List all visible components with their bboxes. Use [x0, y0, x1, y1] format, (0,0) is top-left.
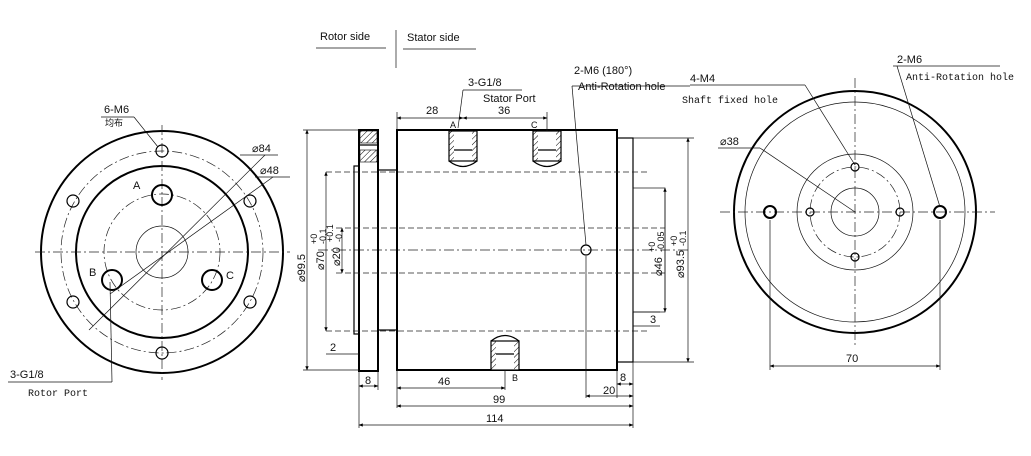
- bolt-hole-icon: [66, 194, 80, 208]
- rotor-port-name: Rotor Port: [28, 389, 88, 400]
- dim-8b: 8: [620, 372, 626, 384]
- flange-hatch-top2: [359, 149, 378, 163]
- dia-70: ⌀70: [315, 251, 327, 270]
- rotor-port-a-icon: [151, 184, 173, 206]
- bolt-hole-icon: [243, 194, 257, 208]
- dim-70-right: 70: [846, 353, 858, 365]
- rotor-port-c-icon: [201, 269, 223, 291]
- dia-70-tol-low: -0.1: [318, 228, 328, 244]
- dia-20: ⌀20: [331, 247, 343, 266]
- dim-2: 2: [330, 342, 336, 354]
- dia-70-tol-up: +0: [309, 234, 319, 244]
- shaft-name: Shaft fixed hole: [682, 95, 778, 107]
- rotor-port-b-label: B: [89, 267, 96, 279]
- shaft-hole-icon: [805, 207, 815, 217]
- dia-935: ⌀93.5: [675, 250, 687, 278]
- dim-114: 114: [486, 413, 504, 425]
- dia84-label: ⌀84: [252, 143, 271, 155]
- rotor-port-spec: 3-G1/8: [10, 369, 44, 381]
- side-section-view: A C B 2-M6 (180°) Anti-Rotation hole 3-G…: [296, 65, 694, 428]
- bolt-hole-icon: [155, 346, 169, 360]
- rotor-port-c-label: C: [226, 270, 234, 282]
- dia-46-tol-up: +0: [647, 242, 657, 252]
- dia38-leader: [759, 147, 856, 213]
- anti-rot-spec: 2-M6 (180°): [574, 65, 632, 77]
- dim-46-bottom: 46: [438, 376, 450, 388]
- shaft-hole-icon: [850, 252, 860, 262]
- rotor-port-a-label: A: [133, 180, 141, 192]
- stator-port-c-label: C: [531, 120, 538, 130]
- stator-port-name: Stator Port: [483, 93, 536, 105]
- stator-port-a-icon: [448, 130, 478, 168]
- stator-port-b-label: B: [512, 373, 518, 383]
- dim-36: 36: [498, 105, 510, 117]
- stator-port-b-icon: [490, 334, 520, 371]
- holes-leader: [133, 116, 159, 148]
- holes-note: 均布: [105, 117, 123, 128]
- shaft-spec: 4-M4: [690, 73, 715, 85]
- rotor-hub-lip: [353, 165, 360, 335]
- rotor-side-label: Rotor side: [320, 31, 370, 43]
- anti-leader: [896, 65, 941, 208]
- bolt-hole-icon: [243, 295, 257, 309]
- dia-20-tol-up: +0.1: [325, 224, 335, 242]
- dia48-leader: [109, 176, 274, 295]
- right-end-view: ⌀38 4-M4 Shaft fixed hole 2-M6 Anti-Rota…: [682, 54, 1014, 370]
- dia-46: ⌀46: [653, 257, 665, 276]
- dim-8a: 8: [365, 375, 371, 387]
- dia48-label: ⌀48: [260, 165, 279, 177]
- shaft-hole-icon: [850, 162, 860, 172]
- stator-port-spec: 3-G1/8: [468, 77, 502, 89]
- stator-side-label: Stator side: [407, 32, 460, 44]
- anti-spec: 2-M6: [897, 54, 922, 66]
- rotor-port-leader: [109, 281, 113, 383]
- dia-935-tol-low: -0.1: [678, 230, 688, 246]
- dia-935-tol-up: +0: [669, 236, 679, 246]
- header-side-labels: Rotor side Stator side: [316, 30, 476, 68]
- shaft-leader: [804, 84, 856, 166]
- anti-name: Anti-Rotation hole: [906, 72, 1014, 84]
- anti-rot-name: Anti-Rotation hole: [578, 81, 665, 93]
- dia-38: ⌀38: [720, 136, 739, 148]
- dim-3: 3: [650, 314, 656, 326]
- stator-port-leader: [457, 89, 464, 129]
- left-end-view: A B C 6-M6 均布 ⌀84 ⌀48 3-G1/8 Rotor Port: [8, 104, 290, 400]
- flange-hatch-top: [359, 130, 378, 144]
- dia-995: ⌀99.5: [296, 254, 308, 282]
- shaft-hole-icon: [895, 207, 905, 217]
- holes-label: 6-M6: [104, 104, 129, 116]
- stator-port-a-label: A: [450, 120, 456, 130]
- rotor-flange: [358, 129, 379, 372]
- dia-20-tol-low: -0: [334, 234, 344, 242]
- stator-port-c-icon: [532, 130, 562, 168]
- anti-rot-leader: [571, 85, 587, 246]
- dia84-leader: [88, 154, 266, 331]
- dia-46-tol-low: -0.05: [656, 231, 666, 252]
- bolt-hole-icon: [155, 144, 169, 158]
- dim-20-bottom: 20: [603, 385, 615, 397]
- dim-28: 28: [426, 105, 438, 117]
- dim-99: 99: [493, 394, 505, 406]
- anti-rot-hole-icon: [763, 205, 777, 219]
- rotor-port-b-icon: [101, 269, 123, 291]
- bolt-hole-icon: [66, 295, 80, 309]
